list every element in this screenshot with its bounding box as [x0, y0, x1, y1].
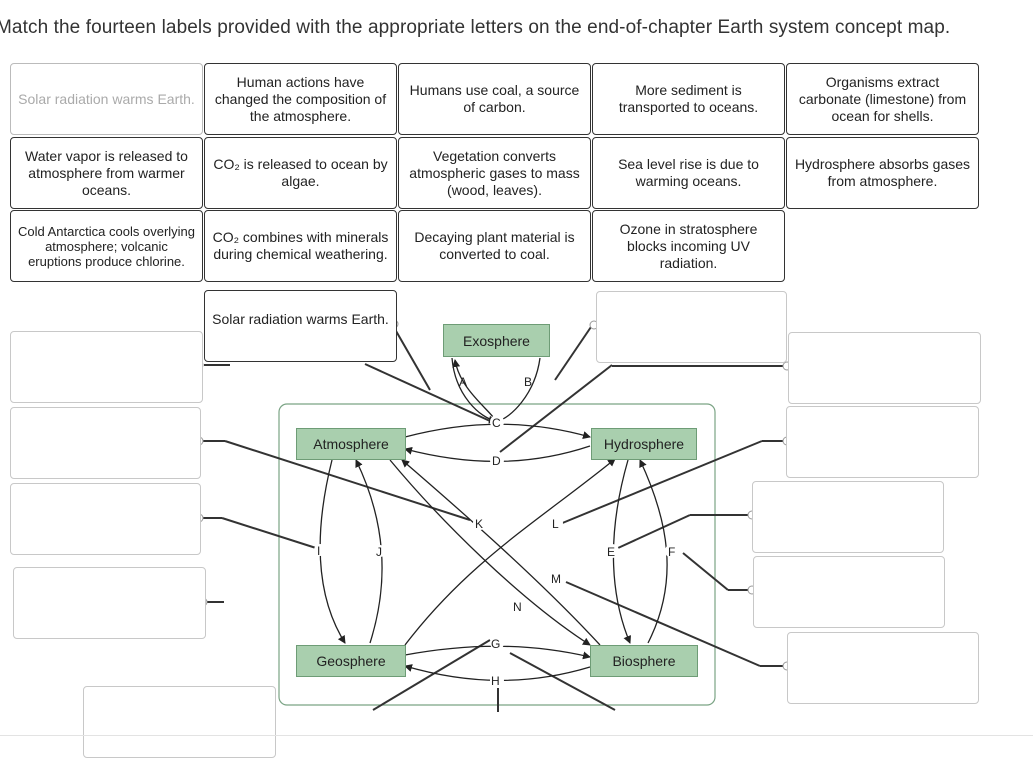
label-humans-use-coal[interactable]: Humans use coal, a source of carbon. — [398, 63, 591, 135]
letter-c: C — [492, 416, 501, 430]
letter-b: B — [524, 375, 532, 389]
label-organisms-extract[interactable]: Organisms extract carbonate (limestone) … — [786, 63, 979, 135]
letter-i: I — [317, 544, 320, 558]
label-sea-level-rise[interactable]: Sea level rise is due to warming oceans. — [592, 137, 785, 209]
drop-target-left-2[interactable] — [10, 407, 201, 479]
drop-target-right-2[interactable] — [786, 406, 979, 478]
letter-d: D — [492, 454, 501, 468]
node-geosphere: Geosphere — [296, 645, 406, 677]
node-hydrosphere: Hydrosphere — [591, 428, 697, 460]
letter-h: H — [491, 674, 500, 688]
drop-target-right-3[interactable] — [752, 481, 944, 553]
drop-target-b[interactable] — [596, 291, 787, 363]
label-ozone[interactable]: Ozone in stratosphere blocks incoming UV… — [592, 210, 785, 282]
letter-g: G — [491, 637, 500, 651]
letter-l: L — [552, 517, 559, 531]
drop-target-a[interactable]: Solar radiation warms Earth. — [204, 290, 397, 362]
drop-target-left-4[interactable] — [13, 567, 206, 639]
label-cold-antarctica[interactable]: Cold Antarctica cools overlying atmosphe… — [10, 210, 203, 282]
placed-label-text[interactable]: Solar radiation warms Earth. — [212, 311, 389, 327]
label-decaying-plant[interactable]: Decaying plant material is converted to … — [398, 210, 591, 282]
label-vegetation-converts[interactable]: Vegetation converts atmospheric gases to… — [398, 137, 591, 209]
label-solar-radiation[interactable]: Solar radiation warms Earth. — [10, 63, 203, 135]
instructions: Match the fourteen labels provided with … — [0, 17, 951, 38]
drop-target-right-4[interactable] — [753, 556, 945, 628]
letter-n: N — [513, 600, 522, 614]
drop-target-right-1[interactable] — [788, 332, 981, 404]
node-atmosphere: Atmosphere — [296, 428, 406, 460]
label-co2-combines[interactable]: CO₂ combines with minerals during chemic… — [204, 210, 397, 282]
drop-target-left-1[interactable] — [10, 331, 203, 403]
drop-target-bottom-left[interactable] — [83, 686, 276, 758]
node-biosphere: Biosphere — [590, 645, 698, 677]
divider — [0, 735, 1033, 736]
label-more-sediment[interactable]: More sediment is transported to oceans. — [592, 63, 785, 135]
letter-f: F — [668, 545, 675, 559]
concept-map: A B C D E F G H I J K L M N — [194, 319, 792, 712]
letter-e: E — [607, 545, 615, 559]
label-hydrosphere-absorbs[interactable]: Hydrosphere absorbs gases from atmospher… — [786, 137, 979, 209]
letter-k: K — [475, 517, 483, 531]
label-co2-released-algae[interactable]: CO₂ is released to ocean by algae. — [204, 137, 397, 209]
label-water-vapor[interactable]: Water vapor is released to atmosphere fr… — [10, 137, 203, 209]
node-exosphere: Exosphere — [443, 324, 550, 357]
label-human-actions[interactable]: Human actions have changed the compositi… — [204, 63, 397, 135]
drop-target-right-5[interactable] — [787, 632, 979, 704]
letter-a: A — [459, 375, 467, 389]
drop-target-left-3[interactable] — [10, 483, 201, 555]
letter-j: J — [376, 545, 382, 559]
letter-m: M — [551, 572, 561, 586]
